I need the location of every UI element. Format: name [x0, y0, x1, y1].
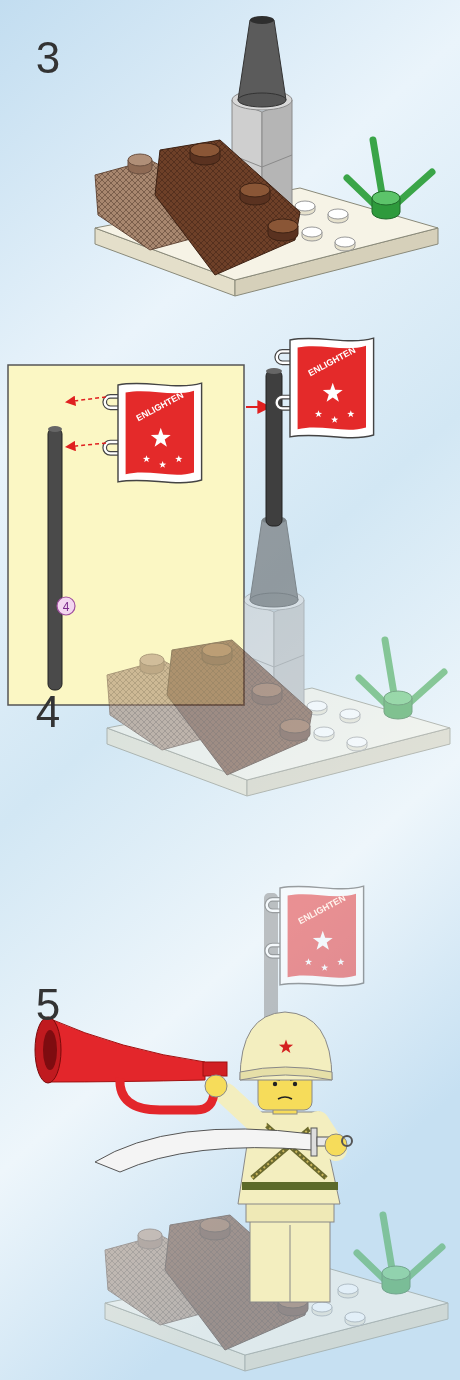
step-number: 5 [36, 983, 60, 1027]
step-5-model [35, 886, 448, 1371]
callout-circle [57, 597, 75, 615]
sandbags-and-plant [105, 1215, 442, 1350]
step-4-model [107, 338, 450, 796]
pole-top [266, 368, 282, 374]
step-number: 4 [36, 690, 60, 734]
bugle-bell-inside [43, 1030, 57, 1070]
step-number: 3 [36, 36, 60, 80]
previous-step [105, 886, 448, 1371]
minifig-legs [250, 1218, 330, 1302]
flag-pole [48, 428, 62, 690]
flag-text: ENLIGHTEN [135, 391, 185, 423]
bugle [48, 1018, 205, 1082]
step-3-model [95, 16, 438, 296]
callout-number: 4 [63, 601, 70, 613]
minifig-arm [226, 1094, 256, 1122]
assembly-arrow [66, 397, 106, 402]
helmet-star [279, 1040, 293, 1054]
sword-guard [311, 1128, 317, 1156]
flag-pole [266, 370, 282, 526]
flag-pole [264, 893, 278, 1033]
base [105, 1215, 448, 1371]
sandbags-and-plant [107, 640, 444, 775]
sword-blade [95, 1129, 312, 1172]
assembly-arrow [66, 443, 106, 447]
helmet-brim [240, 1067, 332, 1080]
minifig-eye [293, 1082, 297, 1086]
soldier-minifigure [35, 1012, 352, 1302]
flag-part [277, 338, 374, 438]
sandbags-and-plant [95, 140, 432, 275]
flag-part [267, 886, 364, 986]
previous-step [107, 516, 450, 796]
flag-text: ENLIGHTEN [297, 894, 347, 926]
minifig-hand [205, 1075, 227, 1097]
bugle-loop [120, 1078, 214, 1110]
helmet [240, 1012, 332, 1080]
bugle-mouthpiece [203, 1062, 227, 1076]
minifig-mouth [278, 1097, 292, 1099]
minifig-eye [273, 1082, 277, 1086]
flag-text: ENLIGHTEN [307, 346, 357, 378]
pole-top [48, 426, 62, 432]
sword-ring [342, 1136, 352, 1146]
belt [242, 1182, 338, 1190]
flag-part [105, 383, 202, 483]
leg-seam [290, 1225, 291, 1302]
